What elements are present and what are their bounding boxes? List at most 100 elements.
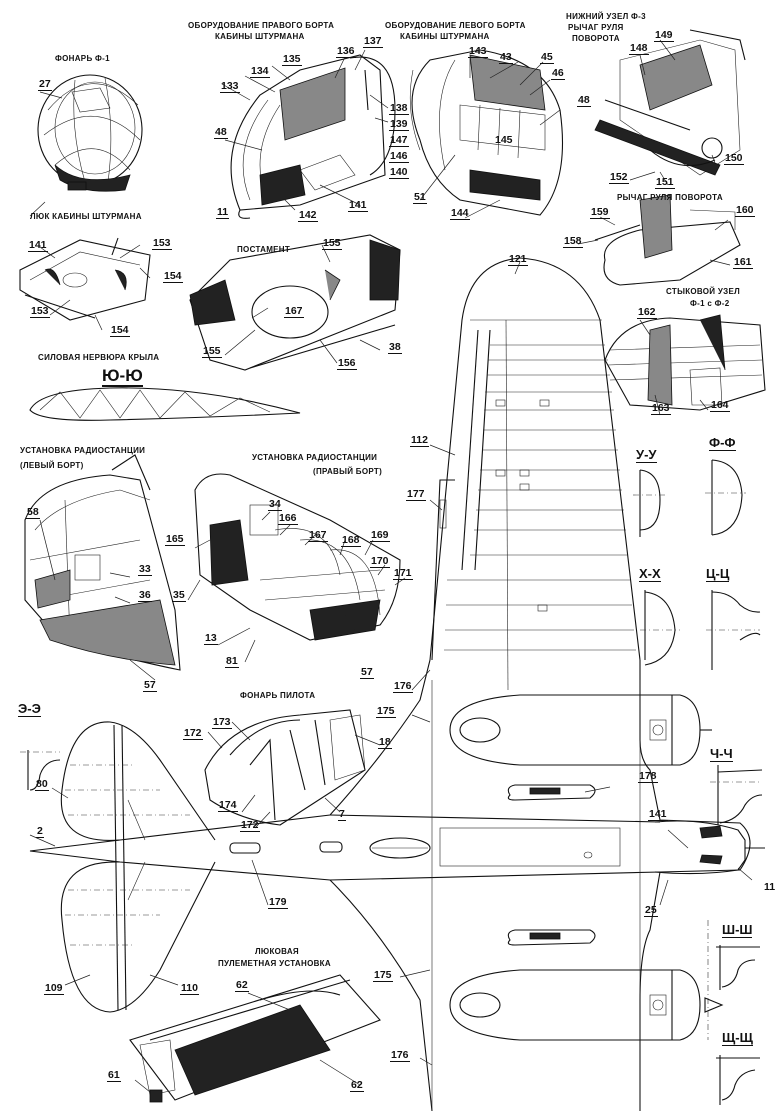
title-nav-hatch: ЛЮК КАБИНЫ ШТУРМАНА bbox=[30, 212, 142, 221]
title-pilot-canopy: ФОНАРЬ ПИЛОТА bbox=[240, 691, 316, 700]
callout-112: 112 bbox=[410, 434, 429, 447]
section-label-kh: Х-Х bbox=[639, 566, 661, 582]
callout-80: 80 bbox=[35, 778, 49, 791]
callout-62-top: 62 bbox=[235, 979, 249, 992]
section-label-f: Ф-Ф bbox=[709, 435, 736, 451]
callout-175-bottom: 175 bbox=[373, 969, 393, 982]
title-joint-line2: Ф-1 с Ф-2 bbox=[690, 299, 730, 308]
callout-171: 171 bbox=[393, 567, 413, 580]
callout-138: 138 bbox=[389, 102, 409, 115]
callout-170: 170 bbox=[370, 555, 390, 568]
section-label-ts: Ц-Ц bbox=[706, 566, 730, 582]
callout-167-pedestal: 167 bbox=[284, 305, 304, 318]
callout-150: 150 bbox=[724, 152, 744, 165]
callout-36: 36 bbox=[138, 589, 152, 602]
radio-left-drawing bbox=[24, 454, 181, 671]
callout-51: 51 bbox=[413, 191, 427, 204]
callout-11-nose: 11 bbox=[764, 881, 776, 893]
section-label-yu: Ю-Ю bbox=[102, 366, 143, 387]
callout-160-lever: 160 bbox=[735, 204, 755, 217]
callout-158: 158 bbox=[563, 235, 583, 248]
leader-lines bbox=[29, 39, 753, 1093]
callout-142: 142 bbox=[298, 209, 318, 222]
callout-27: 27 bbox=[38, 78, 52, 91]
section-label-shch: Щ-Щ bbox=[722, 1030, 753, 1046]
section-label-e: Э-Э bbox=[18, 701, 41, 717]
callout-144: 144 bbox=[450, 207, 470, 220]
callout-163: 163 bbox=[651, 402, 671, 415]
callout-46: 46 bbox=[551, 67, 565, 80]
callout-179: 179 bbox=[268, 896, 288, 909]
callout-152: 152 bbox=[609, 171, 629, 184]
callout-139: 139 bbox=[389, 118, 409, 131]
callout-110: 110 bbox=[180, 982, 199, 995]
callout-81: 81 bbox=[225, 655, 239, 668]
callout-175-top: 175 bbox=[376, 705, 396, 718]
title-hatch-gun-line2: ПУЛЕМЕТНАЯ УСТАНОВКА bbox=[218, 959, 331, 968]
callout-35: 35 bbox=[172, 589, 186, 602]
callout-7: 7 bbox=[338, 808, 346, 821]
callout-146: 146 bbox=[389, 150, 409, 163]
rudder-lever-drawing bbox=[594, 194, 741, 286]
lower-unit-f3-drawing bbox=[594, 29, 746, 176]
hatch-gun-drawing bbox=[129, 974, 381, 1103]
joint-f1-f2-drawing bbox=[604, 314, 766, 411]
title-radio-right-line1: УСТАНОВКА РАДИОСТАНЦИИ bbox=[252, 453, 378, 462]
callout-57-right: 57 bbox=[360, 666, 374, 679]
section-profiles bbox=[20, 459, 763, 1105]
section-label-sh: Ш-Ш bbox=[722, 922, 753, 938]
callout-18: 18 bbox=[378, 736, 392, 749]
callout-164: 164 bbox=[710, 399, 730, 412]
callout-155-top: 155 bbox=[322, 237, 342, 250]
callout-58: 58 bbox=[26, 506, 40, 519]
callout-45: 45 bbox=[540, 51, 554, 64]
callout-154-bottom: 154 bbox=[110, 324, 130, 337]
callout-177: 177 bbox=[406, 488, 426, 501]
callout-48-right: 48 bbox=[214, 126, 228, 139]
callout-134: 134 bbox=[250, 65, 270, 78]
title-radio-left-line1: УСТАНОВКА РАДИОСТАНЦИИ bbox=[20, 446, 146, 455]
right-nav-equipment-drawing bbox=[230, 54, 396, 219]
callout-173: 173 bbox=[212, 716, 232, 729]
title-pedestal: ПОСТАМЕНТ bbox=[237, 245, 291, 254]
callout-147: 147 bbox=[389, 134, 409, 147]
pedestal-drawing bbox=[189, 234, 401, 371]
callout-135: 135 bbox=[282, 53, 302, 66]
callout-153-top: 153 bbox=[152, 237, 172, 250]
title-hatch-gun-line1: ЛЮКОВАЯ bbox=[255, 947, 299, 956]
callout-25: 25 bbox=[644, 904, 658, 917]
title-radio-left-line2: (ЛЕВЫЙ БОРТ) bbox=[20, 461, 84, 470]
callout-161: 161 bbox=[733, 256, 753, 269]
fuselage-planform bbox=[29, 659, 765, 1111]
callout-166: 166 bbox=[278, 512, 298, 525]
callout-178: 178 bbox=[638, 770, 658, 783]
pilot-canopy-drawing bbox=[204, 709, 366, 826]
title-joint-line1: СТЫКОВОЙ УЗЕЛ bbox=[666, 287, 741, 296]
callout-33: 33 bbox=[138, 563, 152, 576]
callout-155-bottom: 155 bbox=[202, 345, 222, 358]
title-lower-unit-line3: ПОВОРОТА bbox=[572, 34, 620, 43]
title-lower-unit-line2: РЫЧАГ РУЛЯ bbox=[568, 23, 624, 32]
canopy-f1-drawing bbox=[37, 74, 143, 192]
callout-174: 174 bbox=[218, 799, 238, 812]
callout-143: 143 bbox=[468, 45, 488, 58]
title-radio-right-line2: (ПРАВЫЙ БОРТ) bbox=[313, 467, 383, 476]
callout-34: 34 bbox=[268, 498, 282, 511]
callout-140: 140 bbox=[389, 166, 409, 179]
callout-141-right: 141 bbox=[348, 199, 368, 212]
callout-145: 145 bbox=[495, 134, 513, 146]
callout-169: 169 bbox=[370, 529, 390, 542]
callout-159: 159 bbox=[590, 206, 610, 219]
callout-141-hatch: 141 bbox=[28, 239, 48, 252]
title-wing-rib: СИЛОВАЯ НЕРВЮРА КРЫЛА bbox=[38, 353, 160, 362]
callout-43: 43 bbox=[499, 51, 513, 64]
callout-57-left: 57 bbox=[143, 679, 157, 692]
callout-62-bottom: 62 bbox=[350, 1079, 364, 1092]
title-left-nav-equipment-line2: КАБИНЫ ШТУРМАНА bbox=[400, 32, 490, 41]
callout-168: 168 bbox=[341, 534, 361, 547]
callout-167-radio: 167 bbox=[308, 529, 328, 542]
callout-172-bottom: 172 bbox=[240, 819, 260, 832]
callout-153-left: 153 bbox=[30, 305, 50, 318]
section-label-ch: Ч-Ч bbox=[710, 746, 733, 762]
